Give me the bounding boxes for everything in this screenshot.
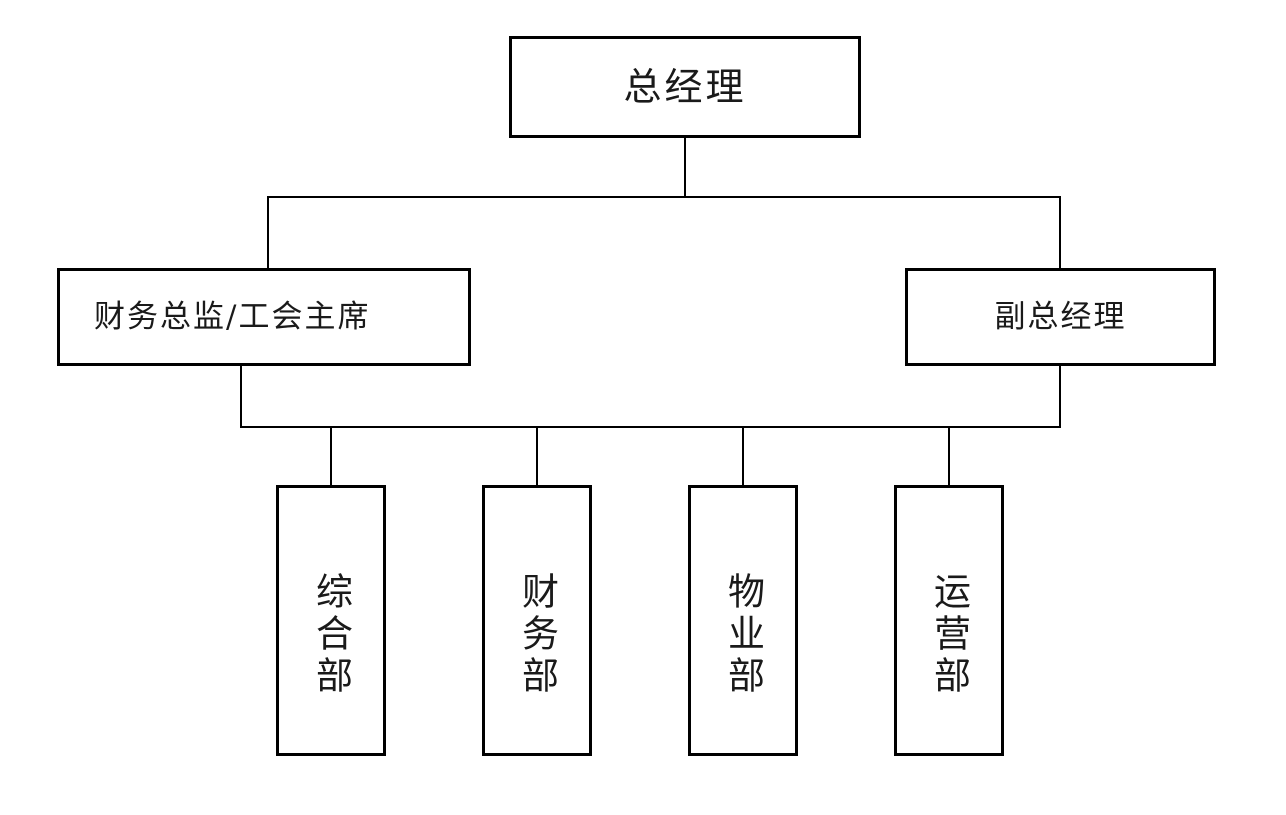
node-general-affairs-department-label: 综合部 (309, 571, 353, 698)
node-deputy-general-manager: 副总经理 (905, 268, 1216, 366)
node-general-affairs-department: 综合部 (276, 485, 386, 756)
connector-bus-level2 (267, 196, 1061, 198)
node-finance-department-label: 财务部 (515, 571, 559, 698)
node-finance-director-union-chairman-label: 财务总监/工会主席 (94, 298, 371, 335)
connector-bus-to-leaf-4 (948, 426, 950, 485)
connector-bus-to-mid-left (267, 196, 269, 269)
node-operations-department: 运营部 (894, 485, 1004, 756)
connector-mid-left-to-bus (240, 366, 242, 427)
connector-bus-to-leaf-3 (742, 426, 744, 485)
connector-top-to-bus (684, 138, 686, 197)
node-property-department: 物业部 (688, 485, 798, 756)
node-property-department-label: 物业部 (721, 571, 765, 698)
node-finance-department: 财务部 (482, 485, 592, 756)
connector-bus-level3 (240, 426, 1061, 428)
node-operations-department-label: 运营部 (927, 571, 971, 698)
node-finance-director-union-chairman: 财务总监/工会主席 (57, 268, 471, 366)
connector-bus-to-leaf-1 (330, 426, 332, 485)
node-deputy-general-manager-label: 副总经理 (994, 298, 1127, 335)
connector-bus-to-leaf-2 (536, 426, 538, 485)
connector-mid-right-to-bus (1059, 366, 1061, 427)
node-general-manager: 总经理 (509, 36, 861, 138)
connector-bus-to-mid-right (1059, 196, 1061, 269)
node-general-manager-label: 总经理 (623, 65, 747, 109)
